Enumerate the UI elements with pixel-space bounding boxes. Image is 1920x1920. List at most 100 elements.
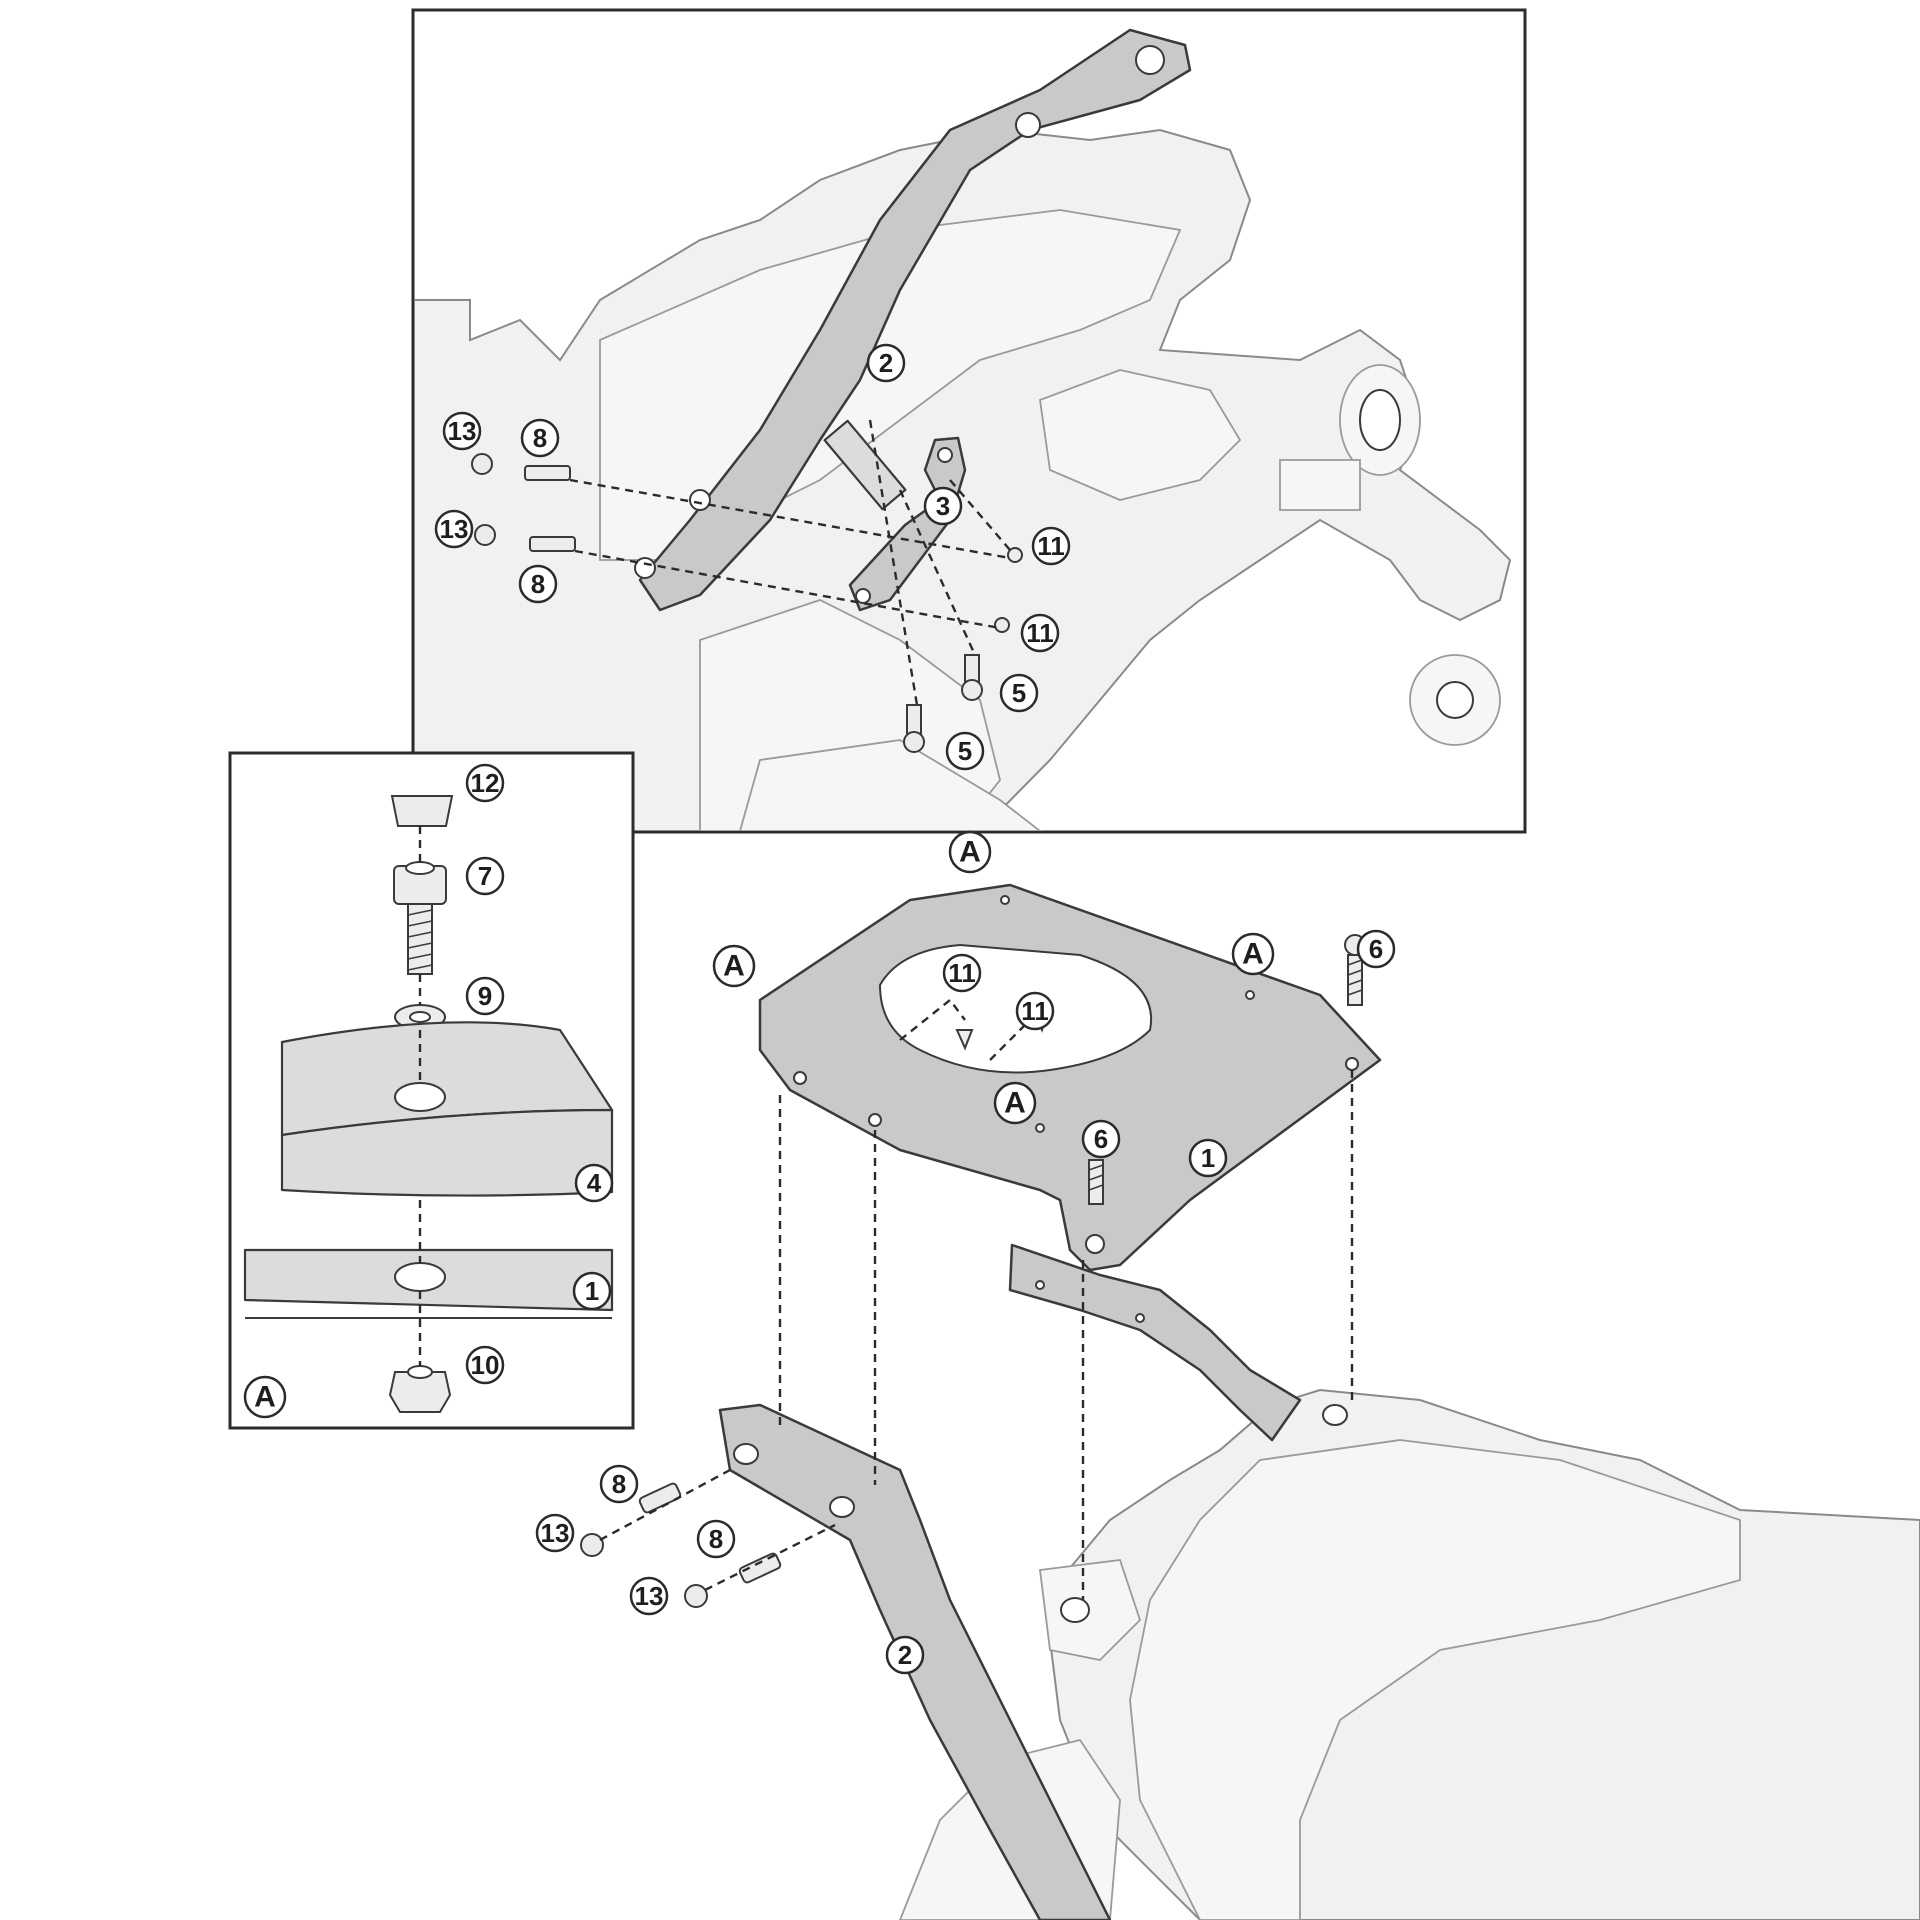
callouts-bottom-item: A [993, 1081, 1037, 1125]
callouts-top-item: 8 [520, 418, 560, 458]
callout-number: 2 [879, 348, 893, 378]
callout-number: 5 [1012, 678, 1026, 708]
callout-number: 11 [1037, 531, 1065, 561]
top-side-rack-bar [634, 28, 1192, 612]
callout-circle [1356, 929, 1396, 969]
bottom-top-plate [758, 883, 1382, 1272]
callouts-bottom-item: 11 [1015, 991, 1055, 1031]
callout-number: 3 [936, 491, 950, 521]
callout-circle [1020, 613, 1060, 653]
callout-circle [574, 1163, 614, 1203]
callout-number: A [723, 950, 745, 983]
callout-circle [629, 1576, 669, 1616]
callouts-bottom-item: 13 [629, 1576, 669, 1616]
callouts-bottom-item: A [1231, 932, 1275, 976]
detail-panel-a [228, 751, 635, 1430]
callout-number: 8 [533, 423, 547, 453]
callouts-detail-item: 1 [572, 1271, 612, 1311]
callouts-bottom-item: A [712, 944, 756, 988]
callouts-bottom-item: 13 [535, 1513, 575, 1553]
top-assembly-lines [569, 419, 1011, 706]
callouts-top-item: 13 [442, 411, 482, 451]
callout-circle [993, 1081, 1037, 1125]
callouts-bottom-item: 11 [942, 953, 982, 993]
callouts-top-item: 13 [434, 509, 474, 549]
callout-number: 6 [1369, 934, 1383, 964]
callout-circle [518, 564, 558, 604]
callouts-bottom-item: 8 [599, 1464, 639, 1504]
callout-circle [434, 509, 474, 549]
callout-number: 13 [448, 416, 477, 446]
callout-number: 1 [1201, 1143, 1215, 1173]
callout-circle [599, 1464, 639, 1504]
callouts-top-item: 5 [999, 673, 1039, 713]
top-fasteners [471, 453, 1023, 753]
top-bracket [823, 419, 967, 612]
callout-number: A [254, 1381, 276, 1414]
callouts-detail-item: 10 [465, 1345, 505, 1385]
callout-circle [948, 830, 992, 874]
callouts-detail-item: 4 [574, 1163, 614, 1203]
callout-circle [465, 763, 505, 803]
callout-circle [942, 953, 982, 993]
callout-circle [1081, 1119, 1121, 1159]
detail-cap-12 [390, 795, 454, 827]
callouts-top-item: 5 [945, 731, 985, 771]
callout-number: 13 [440, 514, 469, 544]
callouts-top-item: 2 [866, 343, 906, 383]
detail-nut-10 [388, 1365, 452, 1413]
detail-plate-4 [280, 1021, 614, 1197]
callout-circle [465, 856, 505, 896]
callout-circle [572, 1271, 612, 1311]
callout-number: 11 [1026, 618, 1054, 648]
callouts-top-item: 11 [1031, 526, 1071, 566]
callout-number: 8 [612, 1469, 626, 1499]
callouts-bottom-item: 6 [1356, 929, 1396, 969]
callout-circle [1031, 526, 1071, 566]
callout-number: 5 [958, 736, 972, 766]
callout-number: 4 [587, 1168, 602, 1198]
callout-circle [1188, 1138, 1228, 1178]
callout-number: 11 [1021, 996, 1049, 1026]
callout-circle [712, 944, 756, 988]
callout-number: A [959, 836, 981, 869]
callout-number: 8 [709, 1524, 723, 1554]
callout-circle [696, 1519, 736, 1559]
callout-circle [442, 411, 482, 451]
callout-circle [923, 486, 963, 526]
callout-number: 1 [585, 1276, 599, 1306]
callout-number: 10 [471, 1350, 500, 1380]
callouts-detail-item: 9 [465, 976, 505, 1016]
callout-circle [243, 1375, 287, 1419]
callout-number: 13 [635, 1581, 664, 1611]
callout-number: 7 [478, 861, 492, 891]
callout-number: A [1004, 1087, 1026, 1120]
callouts-top-item: 11 [1020, 613, 1060, 653]
callout-circle [866, 343, 906, 383]
callout-number: 9 [478, 981, 492, 1011]
callouts-bottom-item: 6 [1081, 1119, 1121, 1159]
callout-circle [520, 418, 560, 458]
callout-number: A [1242, 938, 1264, 971]
callout-number: 8 [531, 569, 545, 599]
callout-number: 12 [471, 768, 500, 798]
callout-circle [885, 1635, 925, 1675]
callouts-bottom-item: A [948, 830, 992, 874]
detail-bolt-7 [393, 861, 447, 975]
bottom-right-rack-arm [1008, 1243, 1302, 1442]
callout-circle [465, 976, 505, 1016]
bottom-assembly [580, 883, 1920, 1920]
detail-plate-1 [243, 1248, 614, 1319]
callouts-bottom-item: 8 [696, 1519, 736, 1559]
callouts-top-item: 3 [923, 486, 963, 526]
callouts-bottom-item: 2 [885, 1635, 925, 1675]
callout-number: 6 [1094, 1124, 1108, 1154]
callout-number: 11 [948, 958, 976, 988]
callout-circle [1015, 991, 1055, 1031]
callout-number: 13 [541, 1518, 570, 1548]
callout-circle [465, 1345, 505, 1385]
bottom-fasteners [580, 934, 1366, 1608]
callouts-detail-item: 7 [465, 856, 505, 896]
